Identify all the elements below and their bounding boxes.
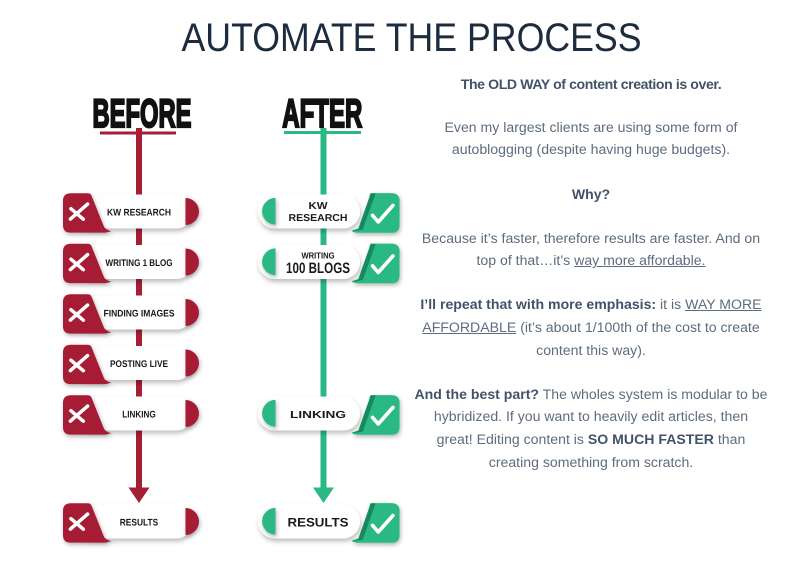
svg-text:RESEARCH: RESEARCH [289, 213, 348, 224]
svg-text:AFTER: AFTER [282, 92, 362, 136]
svg-text:POSTING LIVE: POSTING LIVE [110, 359, 169, 370]
svg-text:WRITING 1 BLOG: WRITING 1 BLOG [106, 258, 173, 269]
svg-text:KW RESEARCH: KW RESEARCH [107, 207, 171, 218]
svg-text:LINKING: LINKING [290, 410, 346, 421]
svg-text:BEFORE: BEFORE [93, 92, 192, 136]
svg-text:AUTOMATE THE PROCESS: AUTOMATE THE PROCESS [182, 16, 642, 60]
svg-text:RESULTS: RESULTS [120, 517, 159, 528]
svg-text:WRITING: WRITING [302, 251, 335, 261]
svg-text:KW: KW [309, 201, 329, 212]
svg-text:100 BLOGS: 100 BLOGS [286, 260, 350, 277]
svg-text:LINKING: LINKING [122, 409, 156, 420]
svg-text:RESULTS: RESULTS [288, 515, 349, 529]
svg-text:FINDING IMAGES: FINDING IMAGES [104, 308, 176, 319]
